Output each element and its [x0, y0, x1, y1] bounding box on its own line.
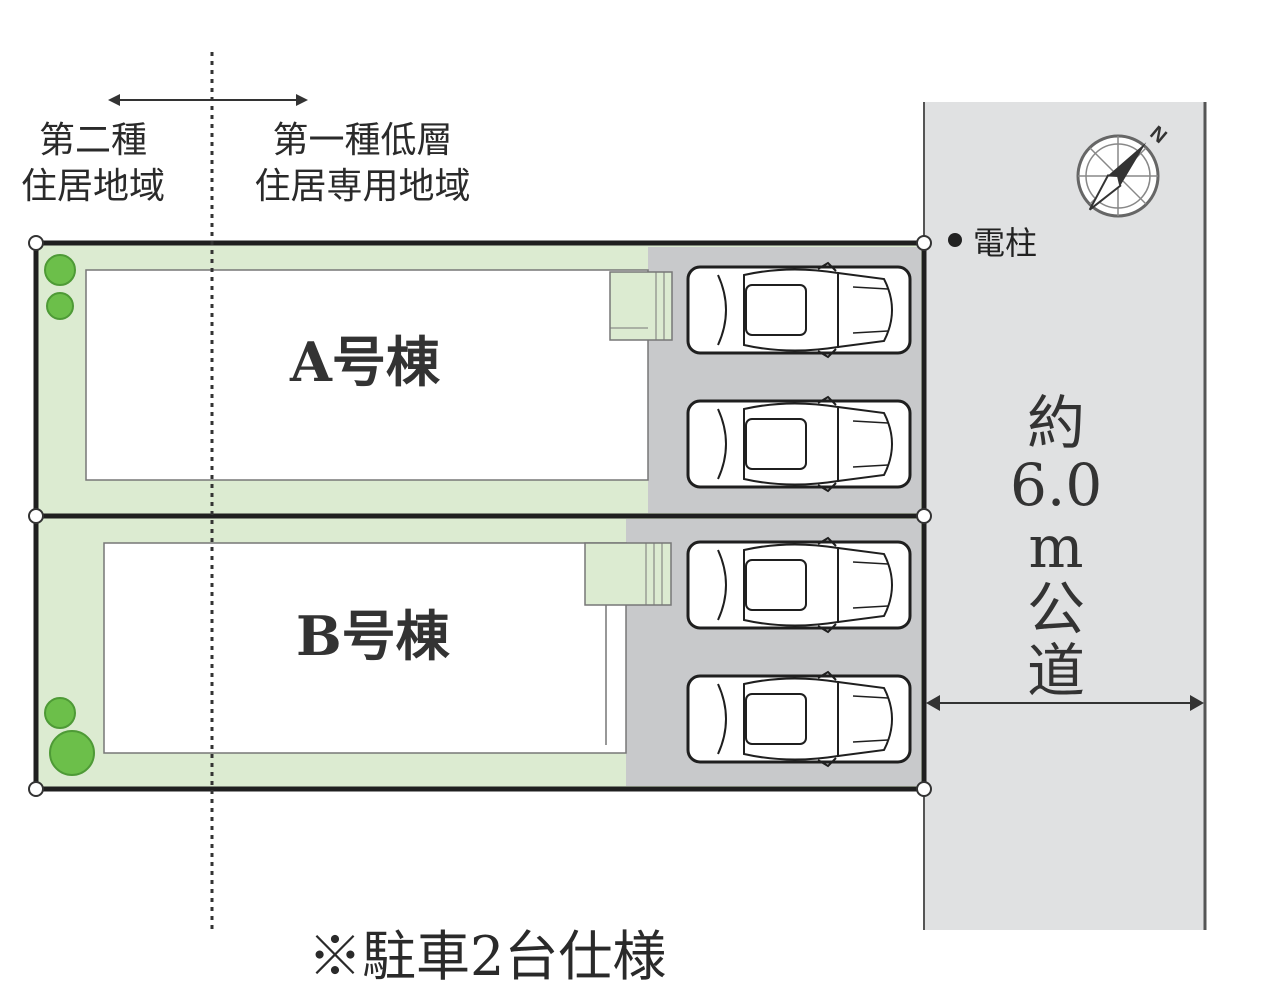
entrance-steps-a: [609, 271, 673, 341]
parked-car-icon: [686, 536, 912, 634]
parking-cars: [686, 261, 912, 768]
compass-icon: [1076, 134, 1160, 218]
boundary-marker: [28, 508, 44, 524]
road-label-width: 6.0: [1010, 451, 1103, 519]
zoning-left-line1: 第二種: [38, 120, 147, 161]
boundary-marker: [28, 781, 44, 797]
parked-car-icon: [686, 261, 912, 359]
boundary-marker: [916, 781, 932, 797]
zoning-arrow: [108, 94, 308, 106]
tree-icon: [46, 292, 74, 320]
entrance-steps-b: [584, 542, 672, 606]
parking-note: ※駐車2台仕様: [308, 925, 667, 988]
zoning-right-line1: 第一種低層: [272, 120, 453, 161]
utility-pole-label: 電柱: [973, 224, 1038, 262]
boundary-marker: [28, 235, 44, 251]
building-b-label: B号棟: [296, 604, 450, 668]
zoning-right-line2: 住居専用地域: [254, 166, 471, 207]
zoning-left-line2: 住居地域: [20, 166, 165, 207]
road-label-approx: 約: [1026, 389, 1085, 457]
road-label-unit: m: [1028, 513, 1084, 581]
trees: [44, 254, 95, 776]
utility-pole-icon: [948, 233, 962, 247]
public-road: [924, 102, 1205, 930]
tree-icon: [44, 697, 76, 729]
tree-icon: [44, 254, 76, 286]
tree-icon: [49, 730, 95, 776]
building-b-footprint: [103, 542, 627, 754]
zoning-label-right: 第一種低層 住居専用地域: [250, 118, 475, 210]
road-width-label: 約 6.0 m 公 道: [1010, 392, 1102, 702]
parked-car-icon: [686, 395, 912, 493]
building-a-footprint: [85, 269, 649, 481]
road-width-arrow: [926, 695, 1204, 711]
road-label-public: 公: [1026, 575, 1085, 643]
boundary-markers: [28, 235, 932, 797]
road-label-road: 道: [1026, 637, 1085, 705]
parked-car-icon: [686, 670, 912, 768]
building-a-label: A号棟: [290, 330, 440, 394]
boundary-marker: [916, 235, 932, 251]
zoning-label-left: 第二種 住居地域: [18, 118, 168, 210]
boundary-marker: [916, 508, 932, 524]
